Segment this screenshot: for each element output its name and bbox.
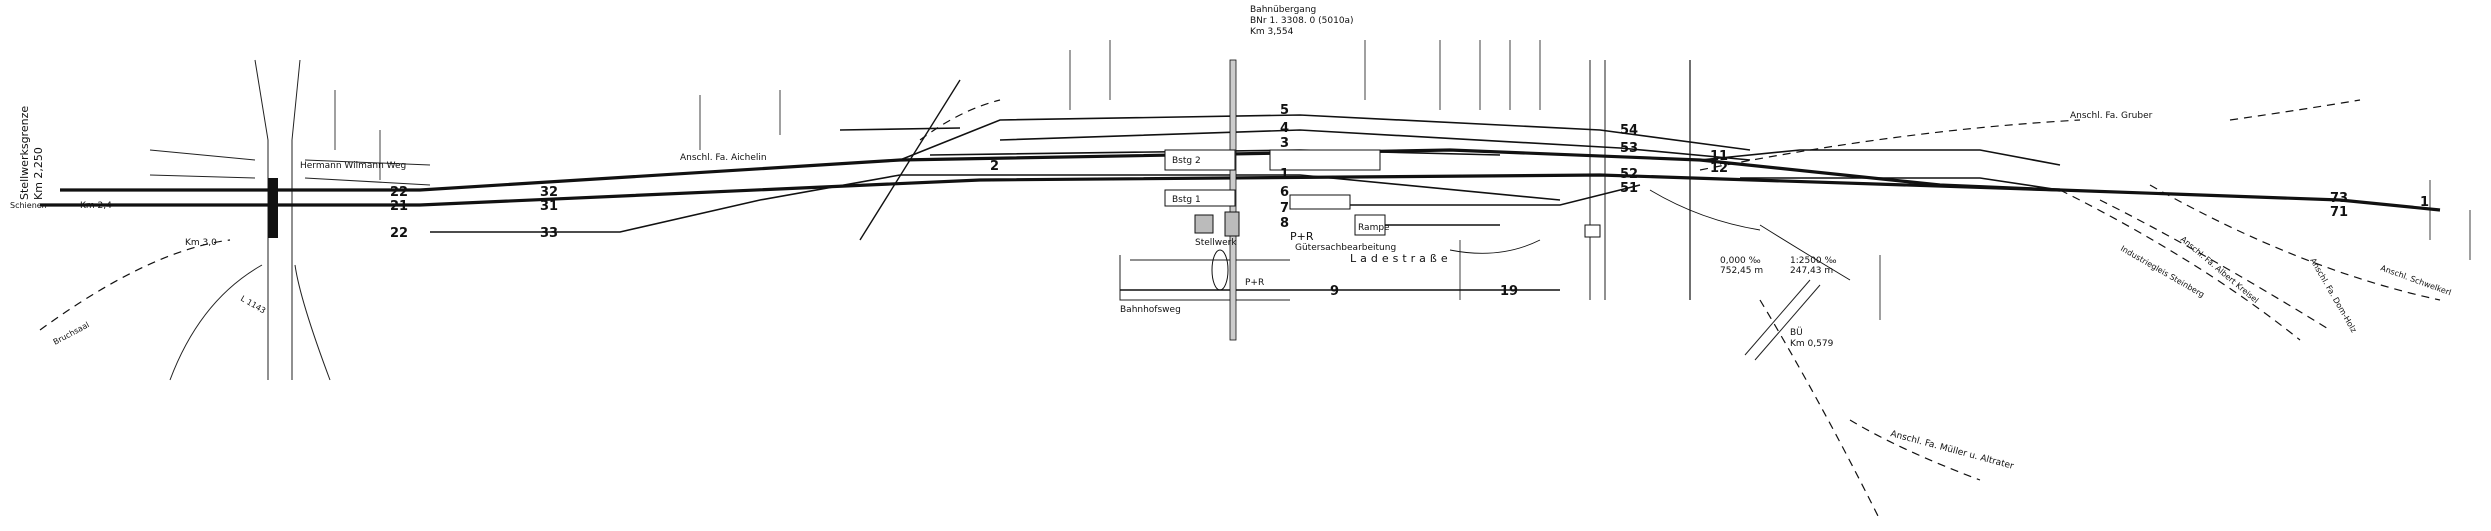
track-number-22: 22: [390, 185, 408, 200]
platform-1: [1164, 189, 1236, 207]
track-number-19: 19: [1500, 284, 1518, 299]
label-dom-holz: Anschl. Fa. Dom-Holz: [2308, 257, 2358, 335]
goods-shed: [1289, 194, 1351, 210]
signal-box: [1194, 214, 1214, 234]
track-number-71: 71: [2330, 205, 2348, 220]
track-number-3: 3: [1280, 136, 1289, 151]
label-grade-1: 0,000 ‰: [1720, 256, 1761, 266]
tracks: [39, 99, 2441, 521]
track-number-32: 32: [540, 185, 558, 200]
label-grade-3: 1:2500 ‰: [1790, 256, 1837, 266]
left-note: Stellwerksgrenze Km 2,250: [18, 106, 45, 200]
track-number-73: 73: [2330, 191, 2348, 206]
track-number-54: 54: [1620, 123, 1638, 138]
label-p-and-r: P+R: [1290, 230, 1314, 243]
label-bstg-1: Bstg 1: [1172, 195, 1201, 205]
track-number-6: 6: [1280, 185, 1289, 200]
track-number-51: 51: [1620, 181, 1638, 196]
roads: [149, 59, 1821, 381]
track-number-53: 53: [1620, 141, 1638, 156]
label-ladestrasse: Ladestraße: [1350, 252, 1452, 265]
top-note-line1: Bahnübergang: [1250, 5, 1316, 15]
track-number-5: 5: [1280, 103, 1289, 118]
track-number-1: 1: [1280, 167, 1289, 182]
label-km-3-0: Km 3,0: [185, 238, 217, 248]
label-gruber: Anschl. Fa. Gruber: [2070, 111, 2153, 121]
top-note-line3: Km 3,554: [1250, 27, 1294, 37]
label-kreisel: Anschl. Fa. Albert Kreisel: [2179, 235, 2260, 305]
track-number-8: 8: [1280, 216, 1289, 231]
buildings: [1164, 149, 1386, 291]
label-bruchsaal: Bruchsaal: [52, 320, 91, 346]
label-bstg-2: Bstg 2: [1172, 156, 1201, 166]
ring-road: [1211, 249, 1229, 291]
label-p-and-r-2: P+R: [1245, 278, 1264, 288]
track-number-33: 33: [540, 226, 558, 241]
track-number-31: 31: [540, 199, 558, 214]
label-bu-km: Km 0,579: [1790, 339, 1834, 349]
km-markers: [334, 40, 2471, 320]
label-guterabfertigung: Gütersachbearbeitung: [1295, 243, 1396, 253]
label-schwelkerl: Anschl. Schwelkerl: [2379, 263, 2452, 297]
track-number-9: 9: [1330, 284, 1339, 299]
track-number-7: 7: [1280, 201, 1289, 216]
label-l1143: L 1143: [239, 294, 267, 315]
track-numbers: 5 4 3 1 7 8 9 19 22 21 22 32 31 33 54 53…: [390, 103, 2429, 299]
label-grade-4: 247,43 m: [1790, 266, 1833, 276]
station-building: [1269, 149, 1381, 171]
label-muller: Anschl. Fa. Müller u. Altrater: [1889, 429, 2015, 472]
platform-2: [1164, 149, 1236, 171]
track-number-4: 4: [1280, 121, 1289, 136]
building-hatched: [1224, 211, 1240, 237]
track-number-1-east: 1: [2420, 195, 2429, 210]
left-note-line2: Km 2,250: [32, 147, 45, 200]
ramp: [1354, 214, 1386, 236]
track-number-22b: 22: [390, 226, 408, 241]
label-bahnhofsweg: Bahnhofsweg: [1120, 305, 1181, 315]
left-note-line1: Stellwerksgrenze: [18, 106, 31, 200]
label-rampe: Rampe: [1358, 223, 1390, 233]
track-number-52: 52: [1620, 167, 1638, 182]
label-aichelin: Anschl. Fa. Aichelin: [680, 153, 767, 163]
label-grade-2: 752,45 m: [1720, 266, 1763, 276]
label-stellwerk: Stellwerk: [1195, 238, 1237, 248]
label-bu: BÜ: [1790, 327, 1803, 338]
label-hermann-wilmann-weg: Hermann Wilmann Weg: [300, 161, 406, 171]
track-number-2: 2: [990, 159, 999, 174]
track-number-21: 21: [390, 199, 408, 214]
top-note: Bahnübergang BNr 1. 3308. 0 (5010a) Km 3…: [1250, 5, 1354, 37]
crossings: [268, 59, 1691, 341]
label-km-2-4: Km 2,4: [80, 201, 112, 211]
track-number-12: 12: [1710, 161, 1728, 176]
top-note-line2: BNr 1. 3308. 0 (5010a): [1250, 16, 1354, 26]
track-number-11: 11: [1710, 149, 1728, 164]
label-schienen: Schienen: [10, 201, 47, 210]
